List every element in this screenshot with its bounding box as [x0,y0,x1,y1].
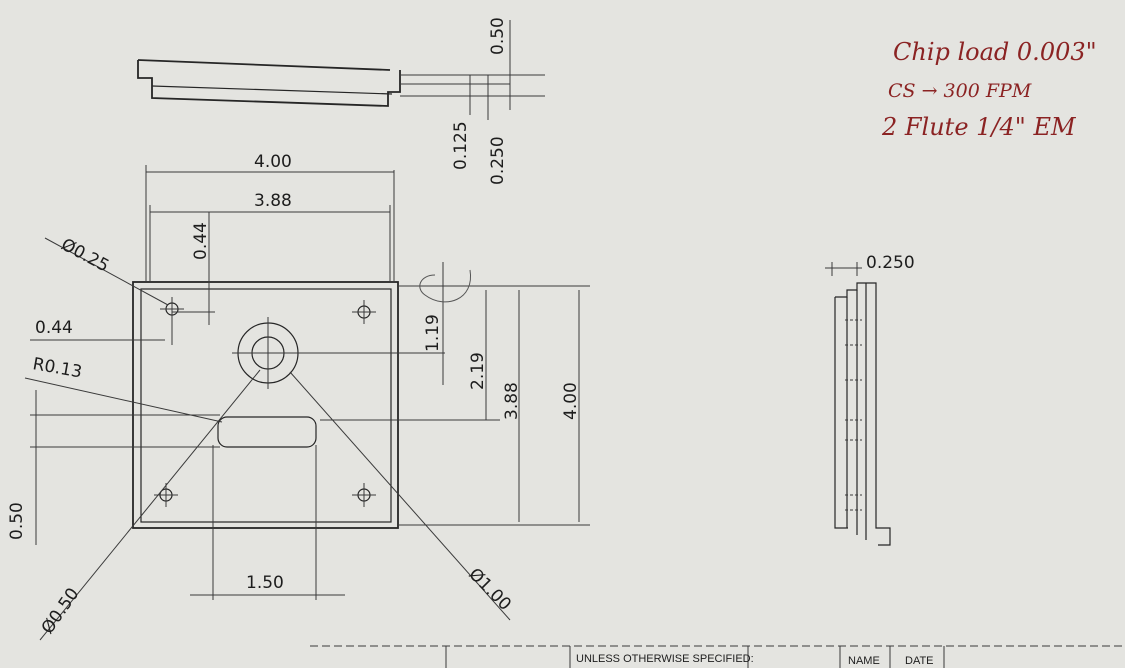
dim-width-overall: 4.00 [254,152,292,172]
top-view [137,20,545,120]
dim-slot-height: 0.50 [7,502,27,540]
dim-hole-dia: Ø0.25 [58,235,113,277]
title-block [310,645,1125,668]
note-tool: 2 Flute 1/4" EM [881,113,1077,141]
dim-center-bore: Ø0.50 [38,584,84,637]
height-dimension-lines [320,262,590,526]
note-chip-load: Chip load 0.003" [893,38,1097,66]
front-view [132,281,445,529]
corner-hole-br [352,483,376,507]
dim-height-slot: 2.19 [468,352,488,390]
dim-slot-radius: R0.13 [31,354,83,382]
dim-height-overall: 4.00 [561,382,581,420]
side-view [825,262,891,546]
width-dimension-lines [145,165,395,325]
machining-notes: Chip load 0.003" CS → 300 FPM 2 Flute 1/… [881,38,1097,141]
title-block-name: NAME [848,655,880,667]
title-block-date: DATE [905,655,934,667]
dim-width-inner: 3.88 [254,191,292,211]
left-dimension-lines [24,237,511,641]
corner-hole-tr [352,300,376,324]
dim-top-step: 0.125 [451,121,471,170]
dim-side-thickness: 0.250 [866,253,915,273]
title-block-spec: UNLESS OTHERWISE SPECIFIED: [576,653,754,665]
dim-top-total: 0.250 [488,136,508,185]
dim-height-inner: 3.88 [502,382,522,420]
dim-hole-offset-y: 0.44 [191,222,211,260]
dim-slot-length: 1.50 [246,573,284,593]
note-cutting-speed: CS → 300 FPM [888,80,1032,102]
dim-counterbore: Ø1.00 [464,564,514,614]
dim-top-depth: 0.50 [488,17,508,55]
dim-height-center: 1.19 [423,314,443,352]
dim-hole-offset-x: 0.44 [35,318,73,338]
